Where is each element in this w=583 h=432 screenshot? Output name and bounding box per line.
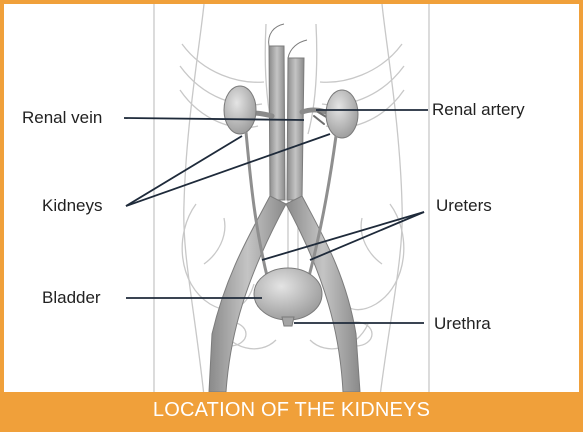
label-ureters: Ureters [436, 196, 492, 216]
ureters-leader-right [310, 212, 424, 260]
label-renal-vein: Renal vein [22, 108, 102, 128]
bladder-shape [254, 268, 322, 320]
aorta [287, 58, 304, 200]
label-bladder: Bladder [42, 288, 101, 308]
left-kidney [224, 86, 256, 134]
vena-cava [269, 46, 285, 200]
label-renal-artery: Renal artery [432, 100, 525, 120]
right-kidney [326, 90, 358, 138]
label-urethra: Urethra [434, 314, 491, 334]
caption-bar: LOCATION OF THE KIDNEYS [4, 392, 579, 428]
urethra-shape [282, 317, 294, 326]
label-kidneys: Kidneys [42, 196, 102, 216]
great-vessels [209, 24, 360, 392]
